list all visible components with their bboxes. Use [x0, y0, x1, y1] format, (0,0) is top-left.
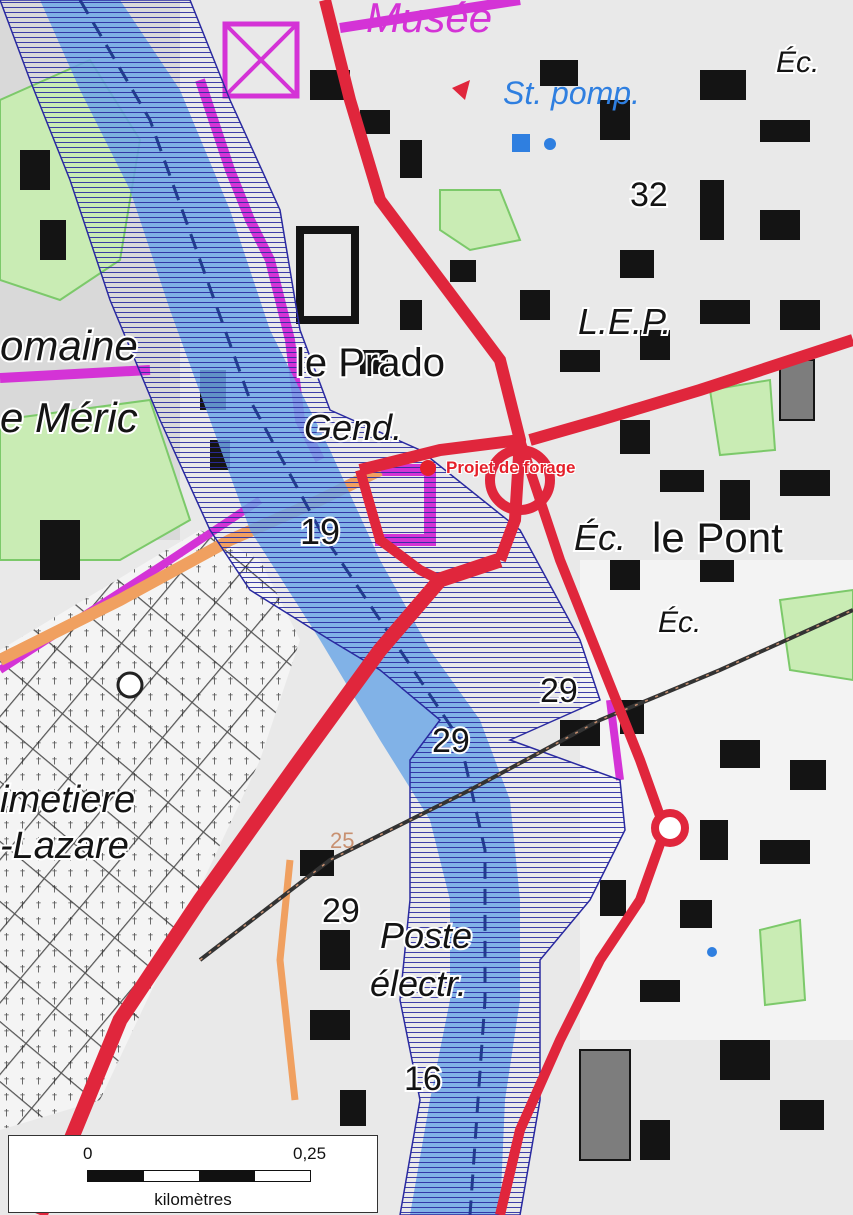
park-east: [708, 378, 777, 457]
elevation-29-c: 29: [322, 892, 360, 930]
boundary-north: [339, 0, 521, 33]
road-west-spur: [358, 434, 521, 476]
scale-bar-legend: 0 0,25 kilomètres: [8, 1135, 378, 1213]
elevation-29-b: 29: [432, 722, 470, 760]
water-point-icon: [544, 138, 556, 150]
label-lep: L.E.P.: [578, 301, 671, 342]
roundabout-center: [485, 445, 555, 515]
railway-line: [198, 608, 853, 962]
scale-bar: [87, 1170, 311, 1182]
scale-segment: [199, 1171, 255, 1181]
label-domaine: omaine: [0, 322, 138, 369]
label-le-prado: le Prado: [296, 341, 445, 385]
elevation-29-a: 29: [540, 672, 578, 710]
label-ec-low: Éc.: [658, 606, 701, 639]
label-meric: e Méric: [0, 394, 138, 441]
elevation-19: 19: [300, 511, 340, 552]
label-gend: Gend.: [304, 407, 402, 448]
elevation-16: 16: [404, 1060, 442, 1098]
building-school: [296, 226, 359, 324]
road-loop: [355, 468, 443, 585]
cemetery-roundabout: [116, 671, 144, 699]
scale-segment: [143, 1171, 199, 1181]
label-cimetiere: imetiere: [0, 779, 135, 821]
road-south: [495, 828, 670, 1215]
label-le-pont: le Pont: [652, 514, 783, 561]
label-lazare: -Lazare: [0, 825, 129, 867]
boundary-meric: [0, 365, 151, 383]
label-poste: Poste: [380, 915, 472, 956]
scale-end: 0,25: [293, 1144, 327, 1163]
road-southeast: [515, 438, 670, 832]
water-point-icon-2: [707, 947, 717, 957]
scale-start: 0: [83, 1144, 93, 1163]
building-grey: [779, 359, 815, 421]
road-east: [528, 334, 853, 446]
label-musee: Musée: [366, 0, 492, 41]
park-east-2: [778, 588, 853, 682]
scale-unit: kilomètres: [154, 1190, 232, 1209]
museum-cross: [223, 22, 299, 98]
flag-icon: [452, 80, 470, 100]
cemetery-paths: [0, 530, 300, 1130]
drilling-project-marker-icon[interactable]: [420, 460, 436, 476]
label-ec-top: Éc.: [776, 46, 819, 79]
scale-segment: [88, 1171, 144, 1181]
park-north: [439, 189, 522, 252]
building-warehouse: [579, 1049, 631, 1161]
fire-station-icon: [512, 134, 530, 152]
drilling-project-label: Projet de forage: [446, 458, 576, 477]
elevation-25: 25: [330, 828, 354, 853]
flood-zone: [0, 0, 626, 1215]
label-st-pomp: St. pomp.: [503, 75, 640, 111]
scale-segment: [254, 1171, 310, 1181]
label-ec-mid: Éc.: [574, 517, 626, 558]
label-electr: électr.: [370, 963, 467, 1004]
park-southeast: [758, 918, 807, 1007]
elevation-32: 32: [630, 176, 668, 214]
roundabout-southeast: [651, 809, 689, 847]
museum-outline: [222, 21, 300, 99]
